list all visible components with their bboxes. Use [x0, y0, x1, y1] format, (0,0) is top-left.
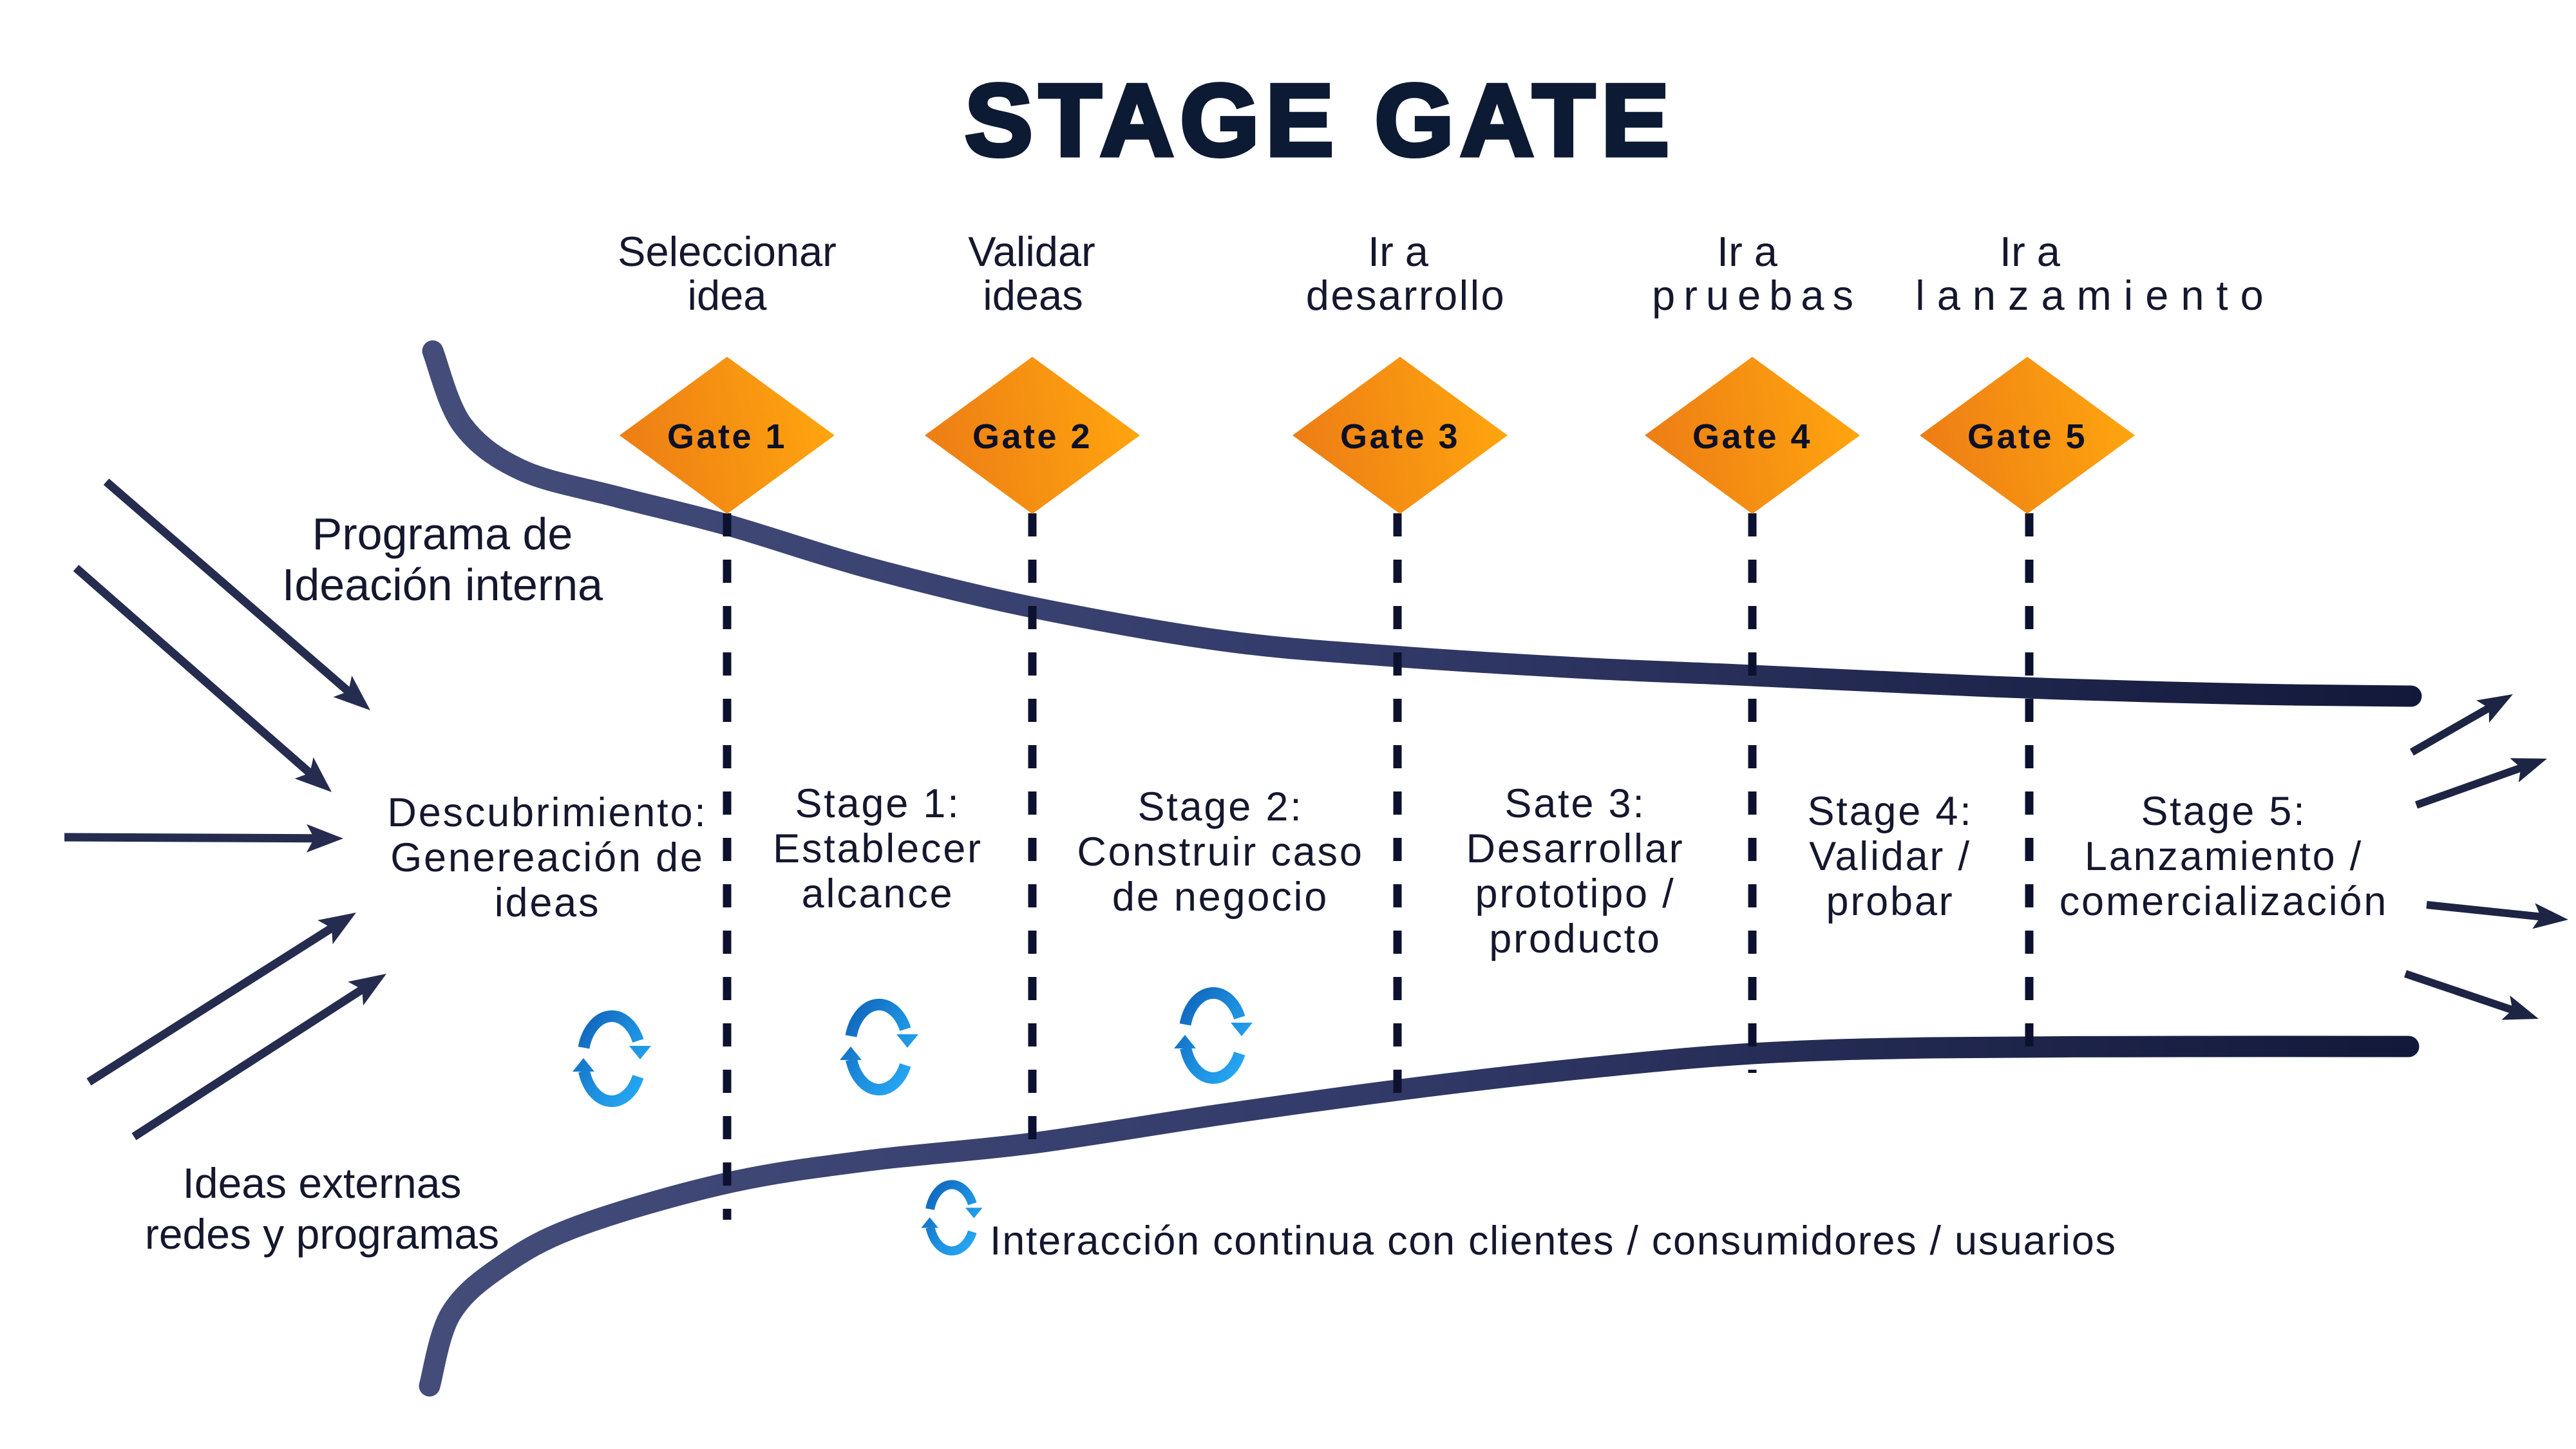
svg-text:Gate 4: Gate 4	[1692, 417, 1812, 456]
svg-text:Stage 4:Validar /probar: Stage 4:Validar /probar	[1807, 789, 1973, 924]
svg-text:STAGE GATE: STAGE GATE	[965, 64, 1676, 177]
svg-text:Gate 3: Gate 3	[1340, 417, 1460, 456]
svg-text:Gate 1: Gate 1	[667, 417, 787, 456]
svg-text:Interacción continua con clien: Interacción continua con clientes / cons…	[990, 1218, 2117, 1264]
svg-text:Gate 5: Gate 5	[1967, 417, 2087, 456]
svg-text:Gate 2: Gate 2	[972, 417, 1092, 456]
svg-text:Stage 5:Lanzamiento /comercial: Stage 5:Lanzamiento /comercialización	[2060, 789, 2388, 924]
